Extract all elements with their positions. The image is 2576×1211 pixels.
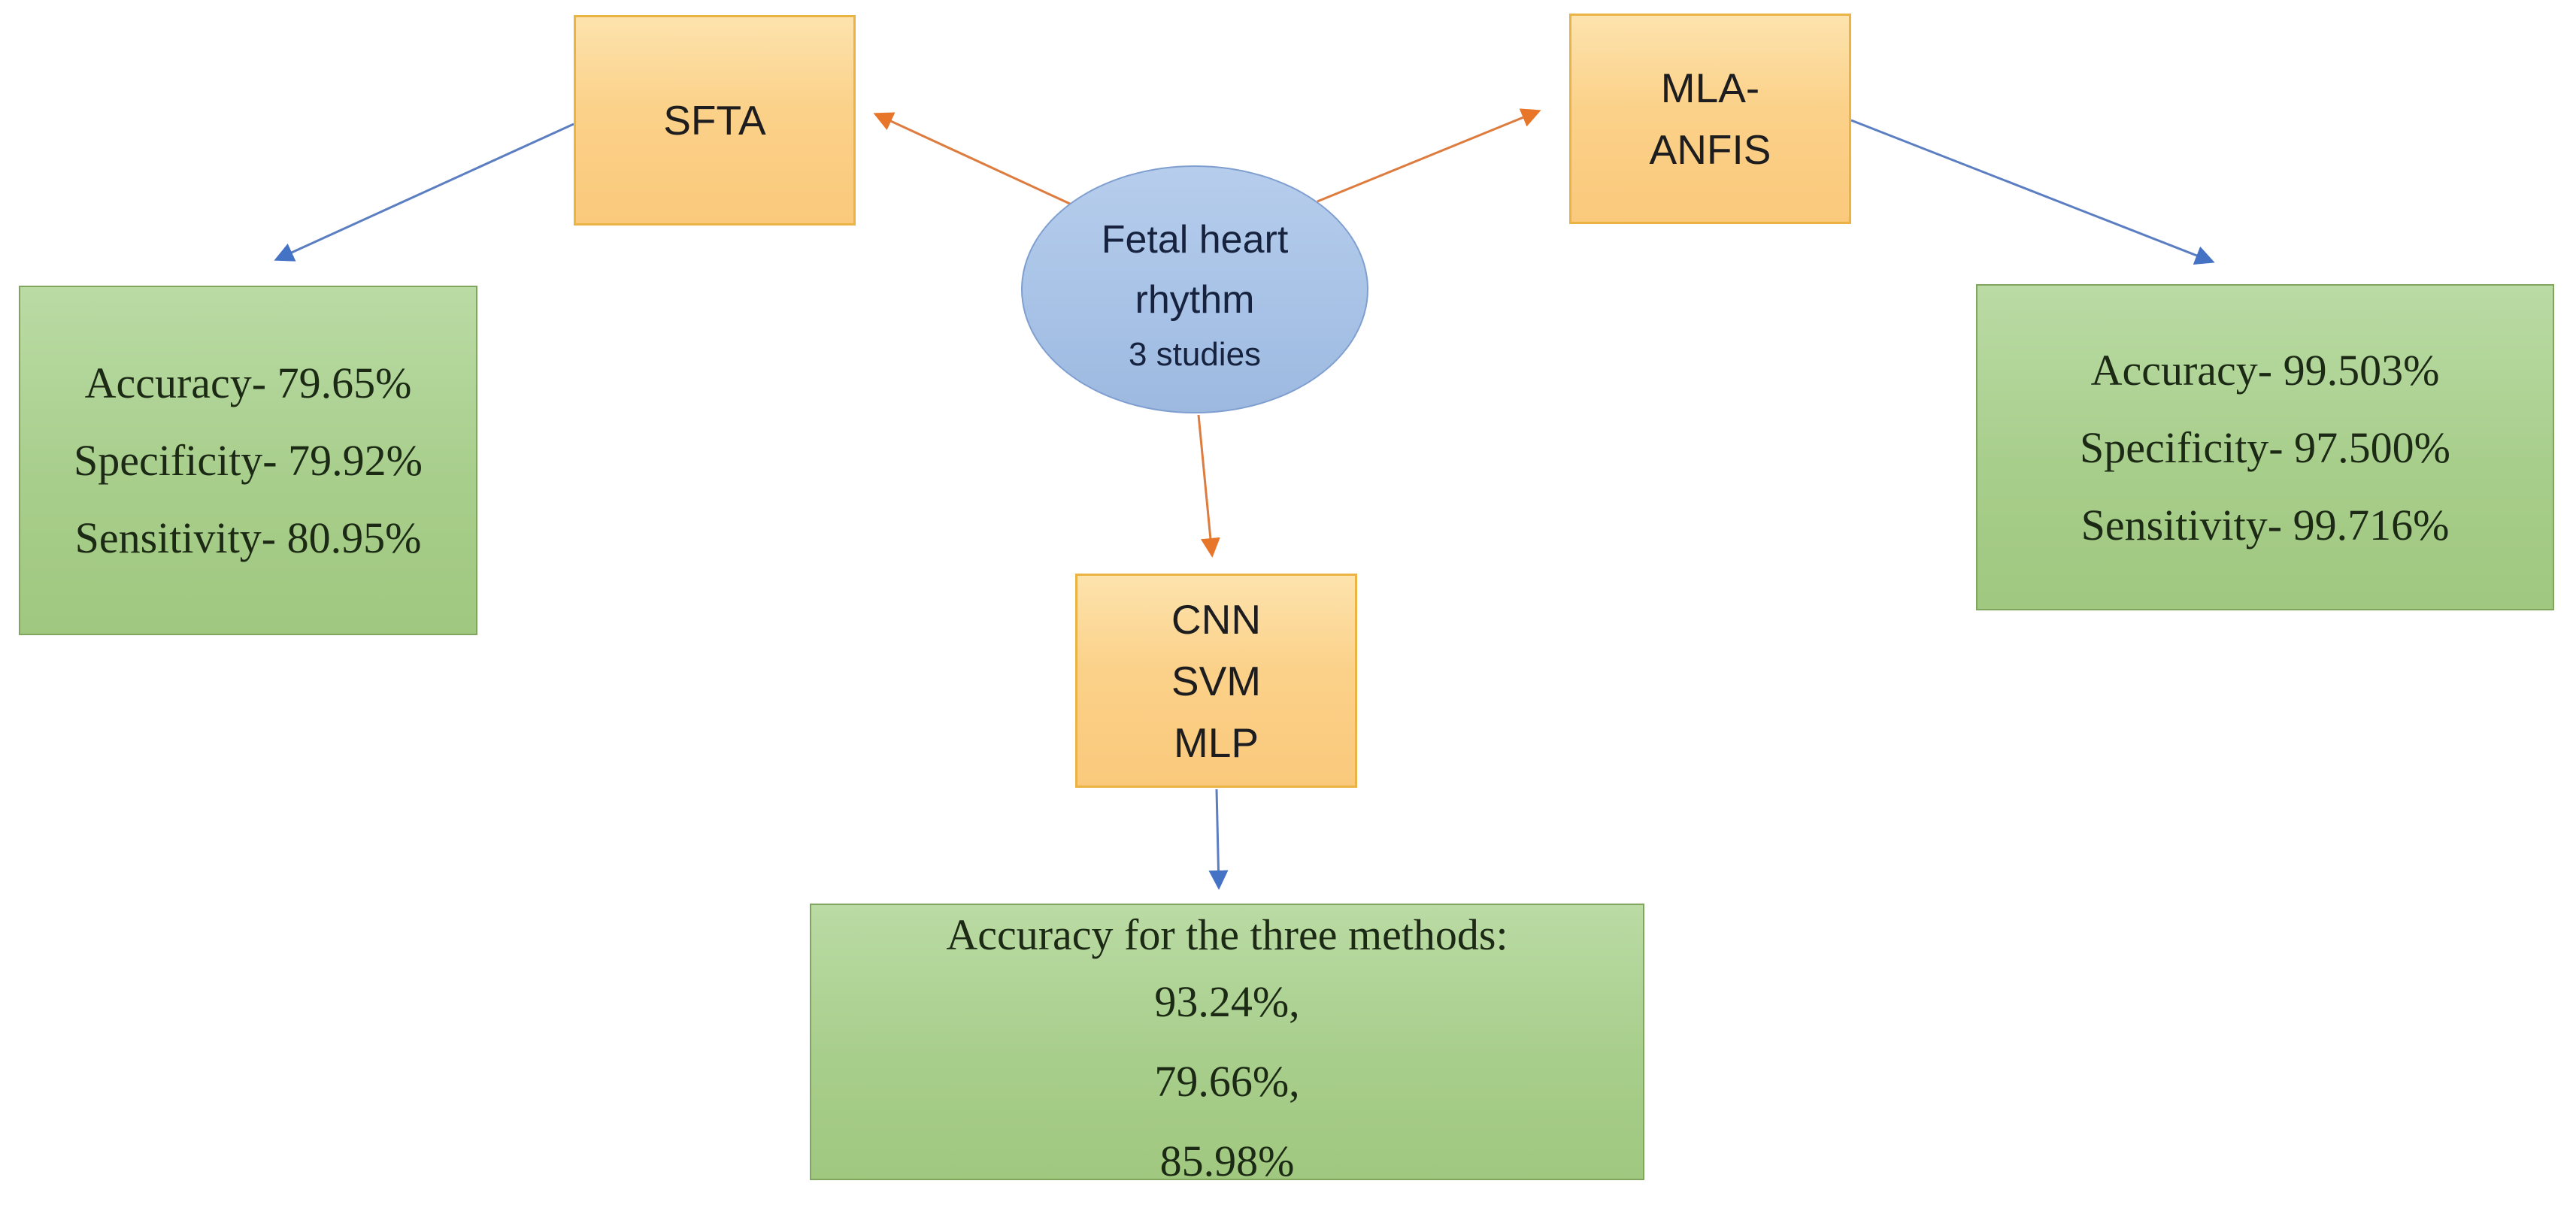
cnn-accuracy-value: 93.24%, [1154,977,1300,1026]
method-node-cnn-svm-mlp: CNN SVM MLP [1075,574,1357,788]
arrow-cnn-svm-mlp-to-results [1208,789,1229,890]
results-node-sfta: Accuracy- 79.65% Specificity- 79.92% Sen… [19,286,477,635]
mlp-accuracy-value: 85.98% [1159,1137,1295,1185]
arrow-sfta-to-results [274,123,574,262]
results-node-cnn-svm-mlp: Accuracy for the three methods: 93.24%, … [810,904,1644,1185]
method-node-mla-anfis-line1: MLA- [1660,65,1760,111]
arrow-center-to-sfta [873,112,1072,206]
svm-accuracy-value: 79.66%, [1154,1057,1300,1106]
method-node-svm-label: SVM [1171,657,1262,704]
central-node-fetal-heart-rhythm: Fetal heart rhythm 3 studies [1021,165,1368,413]
results-node-mla-anfis: Accuracy- 99.503% Specificity- 97.500% S… [1976,284,2554,610]
mla-anfis-accuracy-value: Accuracy- 99.503% [2090,345,2440,395]
arrow-center-to-cnn-svm-mlp [1197,414,1220,558]
mla-anfis-specificity-value: Specificity- 97.500% [2080,422,2450,472]
central-node-line1: Fetal heart [1101,218,1289,262]
three-methods-results-title: Accuracy for the three methods: [946,910,1508,959]
arrow-center-to-mla-anfis [1317,108,1541,203]
method-node-mla-anfis-line2: ANFIS [1649,126,1771,173]
mla-anfis-sensitivity-value: Sensitivity- 99.716% [2080,500,2450,549]
method-node-mla-anfis: MLA- ANFIS [1569,14,1851,224]
method-node-mlp-label: MLP [1173,719,1259,766]
sfta-accuracy-value: Accuracy- 79.65% [84,359,412,407]
arrow-mla-anfis-to-results [1850,119,2215,265]
central-node-studies-count: 3 studies [1128,336,1262,373]
method-node-cnn-label: CNN [1171,595,1262,643]
method-node-sfta: SFTA [574,15,856,226]
central-node-line2: rhythm [1135,278,1255,322]
sfta-specificity-value: Specificity- 79.92% [74,436,423,485]
sfta-sensitivity-value: Sensitivity- 80.95% [74,513,422,562]
method-node-sfta-label: SFTA [663,97,766,144]
